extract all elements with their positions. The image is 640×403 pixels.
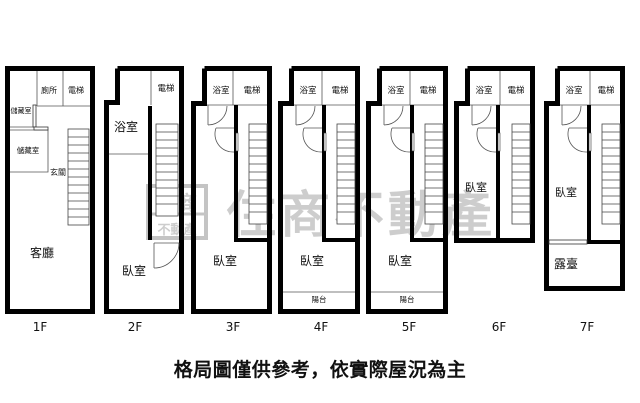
floor-label-6f: 6F bbox=[492, 320, 507, 334]
floor-label-4f: 4F bbox=[314, 320, 329, 334]
floor-1f-plan: 廁所 電梯 儲藏室 儲藏室 玄關 客廳 bbox=[5, 66, 95, 314]
room-label: 電梯 bbox=[68, 85, 84, 95]
room-label: 浴室 bbox=[299, 85, 317, 96]
room-label: 浴室 bbox=[114, 119, 138, 134]
room-label: 陽台 bbox=[400, 294, 415, 304]
room-label: 儲藏室 bbox=[17, 145, 40, 155]
room-label: 廁所 bbox=[41, 85, 57, 95]
room-label: 客廳 bbox=[30, 245, 54, 260]
watermark-logo-bottom: 不動產 bbox=[157, 222, 196, 238]
room-label: 露臺 bbox=[554, 256, 578, 271]
floor-6f-plan: 浴室 電梯 臥室 bbox=[454, 66, 535, 243]
floor-label-1f: 1F bbox=[33, 320, 48, 334]
floor-labels: 1F 2F 3F 4F 5F 6F 7F bbox=[33, 320, 595, 334]
room-label: 浴室 bbox=[212, 85, 230, 96]
room-label: 臥室 bbox=[465, 180, 487, 194]
room-label: 浴室 bbox=[475, 85, 493, 96]
floor-label-5f: 5F bbox=[402, 320, 417, 334]
floor-2f-plan: 電梯 浴室 臥室 bbox=[104, 66, 184, 314]
room-label: 臥室 bbox=[555, 185, 577, 199]
room-label: 電梯 bbox=[157, 83, 175, 94]
disclaimer-caption: 格局圖僅供參考，依實際屋況為主 bbox=[173, 359, 467, 381]
floor-5f-plan: 浴室 電梯 臥室 陽台 bbox=[366, 66, 448, 314]
floor-3f-plan: 浴室 電梯 臥室 bbox=[191, 66, 272, 314]
floor-label-3f: 3F bbox=[226, 320, 241, 334]
room-label: 電梯 bbox=[243, 85, 261, 96]
room-label: 電梯 bbox=[507, 85, 525, 96]
floor-label-7f: 7F bbox=[580, 320, 595, 334]
room-label: 臥室 bbox=[300, 253, 324, 268]
room-label: 玄關 bbox=[50, 167, 66, 177]
room-label: 浴室 bbox=[387, 85, 405, 96]
room-label: 電梯 bbox=[331, 85, 349, 96]
room-label: 臥室 bbox=[213, 253, 237, 268]
floor-4f-plan: 浴室 電梯 臥室 陽台 bbox=[278, 66, 360, 314]
room-label: 電梯 bbox=[419, 85, 437, 96]
floor-label-2f: 2F bbox=[128, 320, 143, 334]
room-label: 浴室 bbox=[565, 85, 583, 96]
room-label: 臥室 bbox=[122, 263, 146, 278]
room-label: 儲藏室 bbox=[11, 106, 32, 115]
floor-7f-plan: 浴室 電梯 臥室 露臺 bbox=[544, 66, 625, 291]
room-label: 陽台 bbox=[312, 294, 327, 304]
room-label: 臥室 bbox=[388, 253, 412, 268]
room-label: 電梯 bbox=[597, 85, 615, 96]
